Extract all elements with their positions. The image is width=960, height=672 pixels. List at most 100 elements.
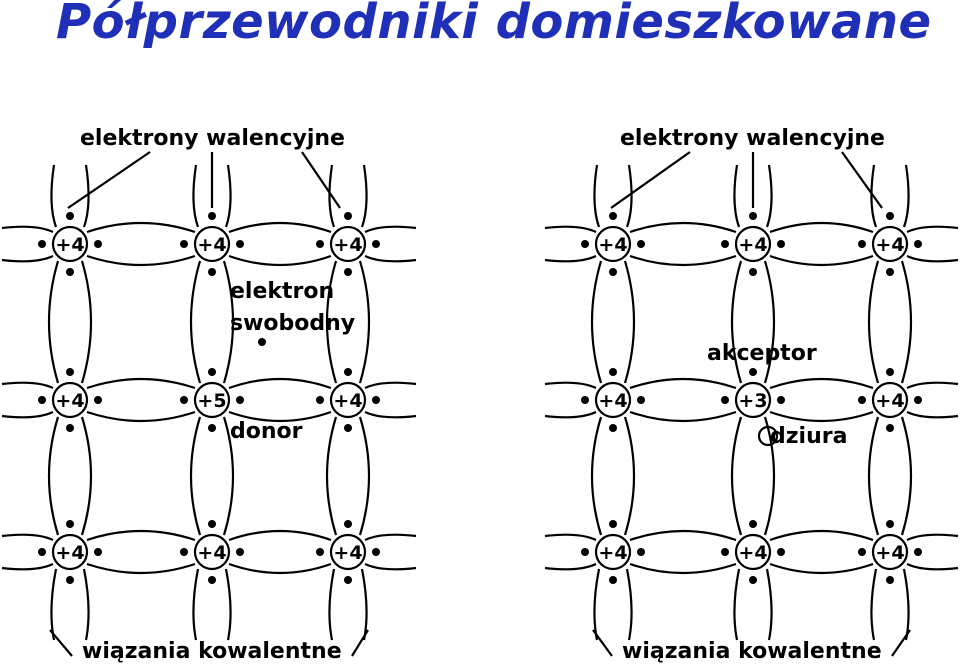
- atom-core: [51, 533, 89, 571]
- valence-electron: [749, 520, 757, 528]
- valence-electron: [858, 240, 866, 248]
- valence-electron: [208, 576, 216, 584]
- valence-electron: [581, 240, 589, 248]
- atom-charge-label: +4: [738, 234, 767, 256]
- right-valence-electrons-label: elektrony walencyjne: [620, 126, 885, 151]
- bond-line: [189, 260, 235, 384]
- valence-electron: [94, 240, 102, 248]
- hole-marker: [757, 425, 779, 447]
- label-pointer: [592, 629, 613, 657]
- atom-core: [871, 381, 909, 419]
- bond-line: [544, 381, 597, 419]
- valence-electron: [344, 368, 352, 376]
- bond-line: [590, 260, 636, 384]
- bond-line: [1, 225, 54, 263]
- atom-charge-label: +4: [333, 390, 362, 412]
- valence-electron: [581, 548, 589, 556]
- bond-line: [590, 416, 636, 536]
- valence-electron: [637, 396, 645, 404]
- atom-core: [871, 533, 909, 571]
- valence-electron: [609, 424, 617, 432]
- hole-label: dziura: [770, 424, 847, 449]
- valence-electron: [66, 212, 74, 220]
- label-pointer: [67, 151, 151, 209]
- bond-line: [1, 381, 54, 419]
- valence-electron: [777, 396, 785, 404]
- label-pointer: [49, 629, 73, 657]
- valence-electron: [236, 396, 244, 404]
- bond-line: [629, 377, 737, 423]
- bond-line: [867, 416, 913, 536]
- valence-electron: [721, 396, 729, 404]
- valence-electron: [180, 548, 188, 556]
- valence-electron: [721, 240, 729, 248]
- atom-charge-label: +4: [875, 234, 904, 256]
- valence-electron: [344, 424, 352, 432]
- valence-electron: [914, 548, 922, 556]
- valence-electron: [236, 240, 244, 248]
- valence-electron: [208, 268, 216, 276]
- atom-core: [734, 381, 772, 419]
- atom-charge-label: +4: [738, 542, 767, 564]
- valence-electron: [208, 520, 216, 528]
- bond-line: [86, 221, 196, 267]
- atom-core: [193, 225, 231, 263]
- bond-line: [769, 221, 874, 267]
- bond-line: [544, 225, 597, 263]
- donor-label: donor: [230, 419, 303, 444]
- atom-charge-label: +4: [598, 234, 627, 256]
- page-title: Półprzewodniki domieszkowane: [56, 0, 932, 50]
- acceptor-label: akceptor: [707, 341, 817, 366]
- bond-line: [730, 416, 776, 536]
- p-type-lattice: +4+4+4+4+3+4+4+4+4: [544, 151, 959, 657]
- valence-electron: [886, 268, 894, 276]
- valence-electron: [38, 548, 46, 556]
- bond-line: [544, 533, 597, 571]
- valence-electron: [66, 368, 74, 376]
- valence-electron: [886, 576, 894, 584]
- bond-line: [629, 529, 737, 575]
- valence-electron: [316, 396, 324, 404]
- atom-core: [734, 533, 772, 571]
- atom-core: [871, 225, 909, 263]
- valence-electron: [66, 268, 74, 276]
- bond-line: [629, 221, 737, 267]
- valence-electron: [609, 520, 617, 528]
- atom-core: [594, 381, 632, 419]
- valence-electron: [886, 520, 894, 528]
- valence-electron: [66, 424, 74, 432]
- label-pointer: [351, 629, 369, 657]
- bond-line: [364, 533, 417, 571]
- valence-electron: [886, 212, 894, 220]
- valence-electron: [749, 576, 757, 584]
- n-type-lattice: +4+4+4+4+5+4+4+4+4: [1, 151, 417, 657]
- atom-charge-label: +4: [598, 390, 627, 412]
- valence-electron: [886, 424, 894, 432]
- valence-electron: [858, 548, 866, 556]
- valence-electron: [914, 240, 922, 248]
- valence-electron: [637, 240, 645, 248]
- bond-line: [325, 260, 371, 384]
- valence-electron: [581, 396, 589, 404]
- label-pointer: [841, 151, 883, 209]
- valence-electron: [236, 548, 244, 556]
- atom-core: [329, 533, 367, 571]
- bond-line: [593, 164, 633, 228]
- bond-line: [733, 568, 773, 641]
- atom-charge-label: +4: [197, 234, 226, 256]
- valence-electron: [344, 576, 352, 584]
- bond-line: [364, 381, 417, 419]
- valence-electron: [344, 268, 352, 276]
- valence-electron: [94, 548, 102, 556]
- label-pointer: [891, 629, 911, 657]
- valence-electron: [858, 396, 866, 404]
- atom-charge-label: +4: [333, 542, 362, 564]
- valence-electron: [886, 368, 894, 376]
- valence-electron: [344, 212, 352, 220]
- atom-core: [51, 225, 89, 263]
- bond-line: [192, 164, 232, 228]
- bond-line: [325, 416, 371, 536]
- atom-charge-label: +4: [55, 542, 84, 564]
- bond-line: [906, 381, 959, 419]
- valence-electron: [637, 548, 645, 556]
